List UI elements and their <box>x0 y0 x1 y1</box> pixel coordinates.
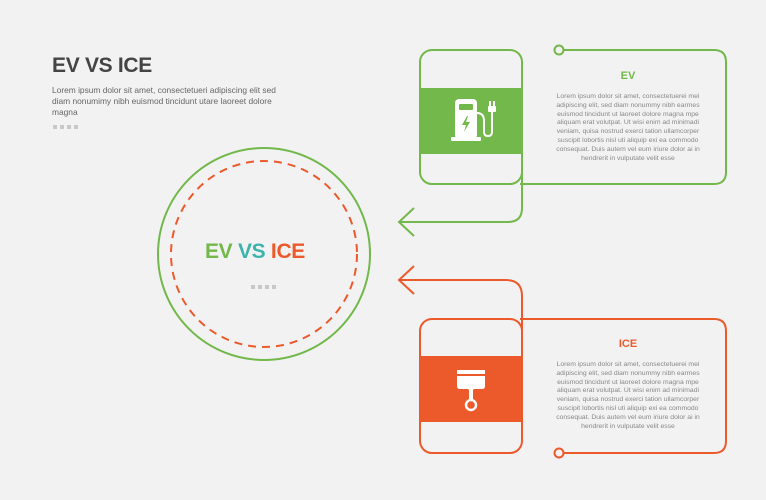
center-title-ev: EV <box>204 240 233 263</box>
ev-panel-title: EV <box>620 70 636 82</box>
center-title: EV VS ICE <box>160 240 350 264</box>
decorative-dots <box>53 125 78 129</box>
ev-panel-graphics <box>397 44 727 237</box>
center-title-ice: ICE <box>270 240 306 263</box>
ev-panel-text: Lorem ipsum dolor sit amet, consectetuer… <box>556 93 700 162</box>
ice-panel-text: Lorem ipsum dolor sit amet, consectetuer… <box>556 361 700 430</box>
ice-panel-title: ICE <box>618 338 638 350</box>
outer-circle <box>157 147 371 361</box>
engine-piston-icon <box>457 370 485 412</box>
page-title: EV VS ICE <box>52 54 153 77</box>
center-decorative-dots <box>251 285 276 289</box>
center-title-vs: VS <box>237 240 266 263</box>
ice-panel-graphics <box>397 265 727 459</box>
intro-text: Lorem ipsum dolor sit amet, consectetuer… <box>52 85 276 117</box>
inner-dashed-circle <box>170 160 358 348</box>
ev-charging-station-icon <box>451 99 496 141</box>
